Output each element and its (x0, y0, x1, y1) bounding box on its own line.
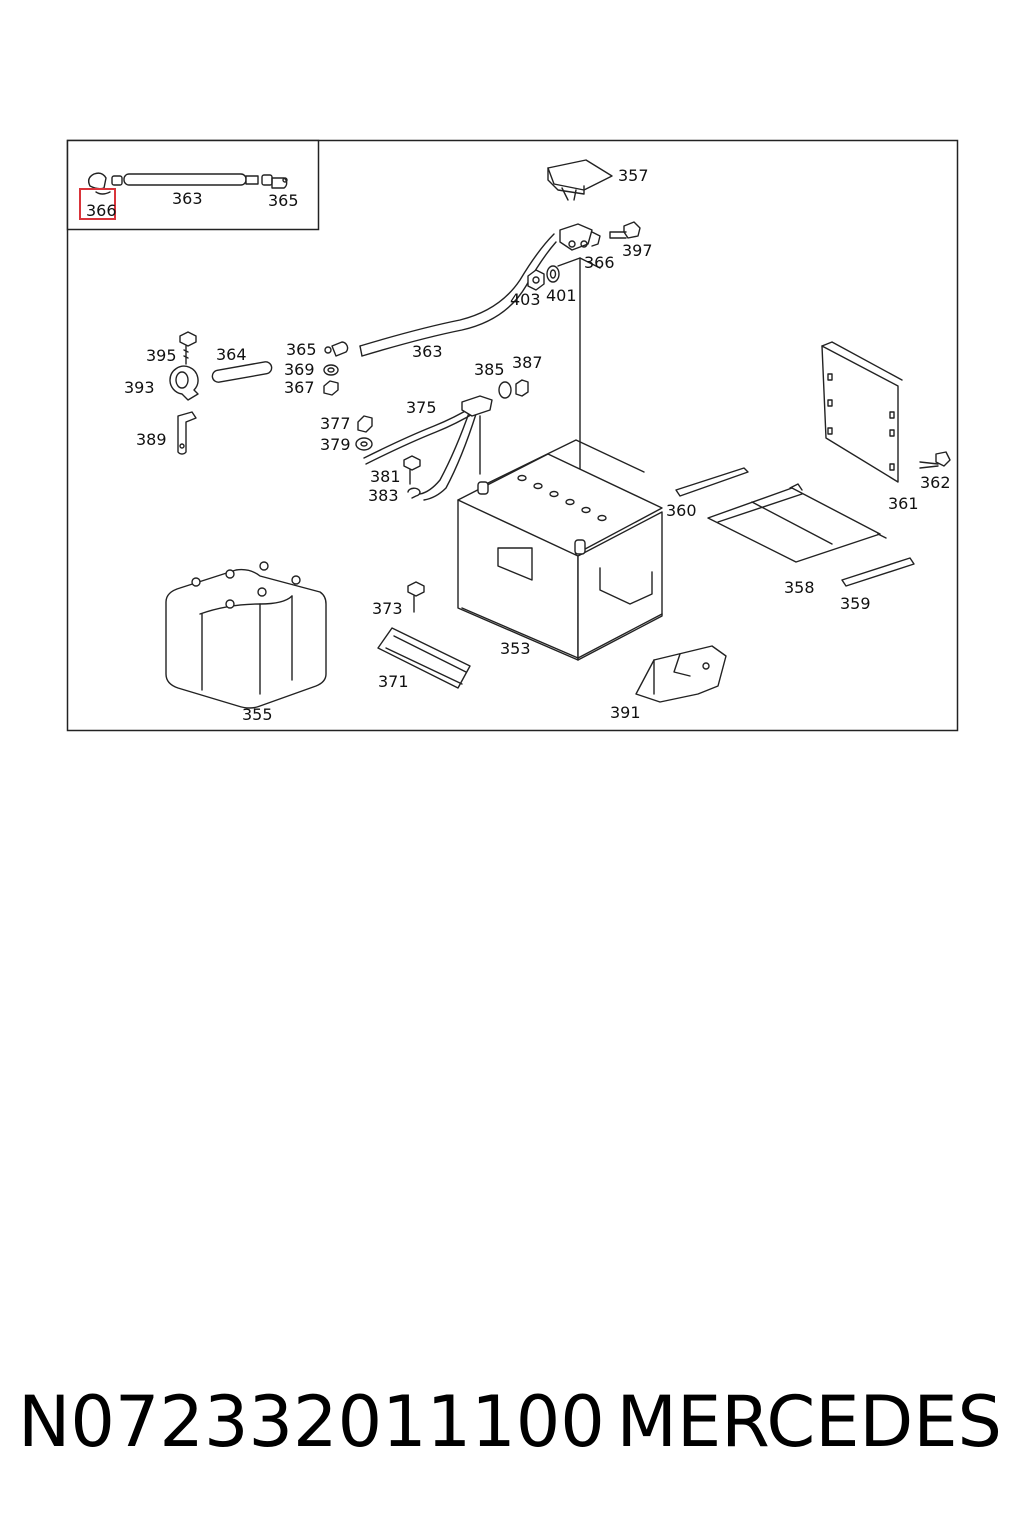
label-367: 367 (284, 378, 315, 397)
part-377-nut (357, 415, 373, 433)
label-364: 364 (216, 345, 247, 364)
label-353: 353 (500, 639, 531, 658)
brand-name: MERCEDES (616, 1381, 1002, 1463)
label-389: 389 (136, 430, 167, 449)
label-393: 393 (124, 378, 155, 397)
label-369: 369 (284, 360, 315, 379)
label-397: 397 (622, 241, 653, 260)
part-403-nut (527, 269, 545, 291)
label-361: 361 (888, 494, 919, 513)
label-357: 357 (618, 166, 649, 185)
label-381: 381 (370, 467, 401, 486)
label-366-inset[interactable]: 366 (86, 201, 117, 220)
part-362-screw (919, 451, 951, 469)
part-387-nut (515, 379, 529, 397)
part-375-cable (363, 395, 493, 501)
part-373-bolt (407, 581, 425, 613)
part-395-screw (179, 331, 197, 365)
label-365-inset: 365 (268, 191, 299, 210)
part-389-bracket (177, 411, 197, 455)
label-366: 366 (584, 253, 615, 272)
label-387: 387 (512, 353, 543, 372)
part-358-tray (707, 483, 887, 563)
label-403: 403 (510, 290, 541, 309)
label-379: 379 (320, 435, 351, 454)
part-397-bolt (609, 221, 641, 239)
inset-frame (66, 139, 320, 231)
part-383-washer (407, 487, 421, 499)
label-360: 360 (666, 501, 697, 520)
part-353-battery (457, 439, 663, 661)
part-369-washer (323, 364, 339, 376)
part-366-terminal (559, 223, 601, 251)
label-383: 383 (368, 486, 399, 505)
part-385-washer (498, 381, 512, 399)
part-401-washer (546, 265, 560, 283)
part-379-washer (355, 437, 373, 451)
label-377: 377 (320, 414, 351, 433)
part-367-nut (323, 380, 339, 396)
label-363: 363 (412, 342, 443, 361)
footer: N07233201110​0 MERCEDES (0, 1372, 1024, 1472)
diagram-frame (66, 139, 959, 732)
inset-cable-assembly (87, 172, 288, 195)
label-385: 385 (474, 360, 505, 379)
part-number: N07233201110​0 (18, 1381, 605, 1463)
part-393-clamp (169, 365, 199, 401)
part-360-strip (675, 467, 749, 497)
label-371: 371 (378, 672, 409, 691)
label-362: 362 (920, 473, 951, 492)
label-365: 365 (286, 340, 317, 359)
part-355-cells (165, 561, 327, 709)
label-363-inset: 363 (172, 189, 203, 208)
label-395: 395 (146, 346, 177, 365)
part-365-terminal (324, 341, 349, 357)
part-357-cover (547, 159, 613, 201)
part-381-bolt (403, 455, 421, 485)
label-401: 401 (546, 286, 577, 305)
label-355: 355 (242, 705, 273, 724)
label-373: 373 (372, 599, 403, 618)
label-375: 375 (406, 398, 437, 417)
part-359-strip (841, 557, 915, 587)
part-364-rod (211, 361, 273, 383)
label-358: 358 (784, 578, 815, 597)
label-359: 359 (840, 594, 871, 613)
battery-parts-diagram: 363 365 366 357 366 397 403 401 395 364 … (66, 139, 959, 732)
label-391: 391 (610, 703, 641, 722)
part-361-panel (821, 341, 903, 483)
highlight-box-366[interactable] (79, 188, 116, 220)
part-371-bracket (377, 627, 471, 689)
part-391-bracket (635, 645, 727, 703)
